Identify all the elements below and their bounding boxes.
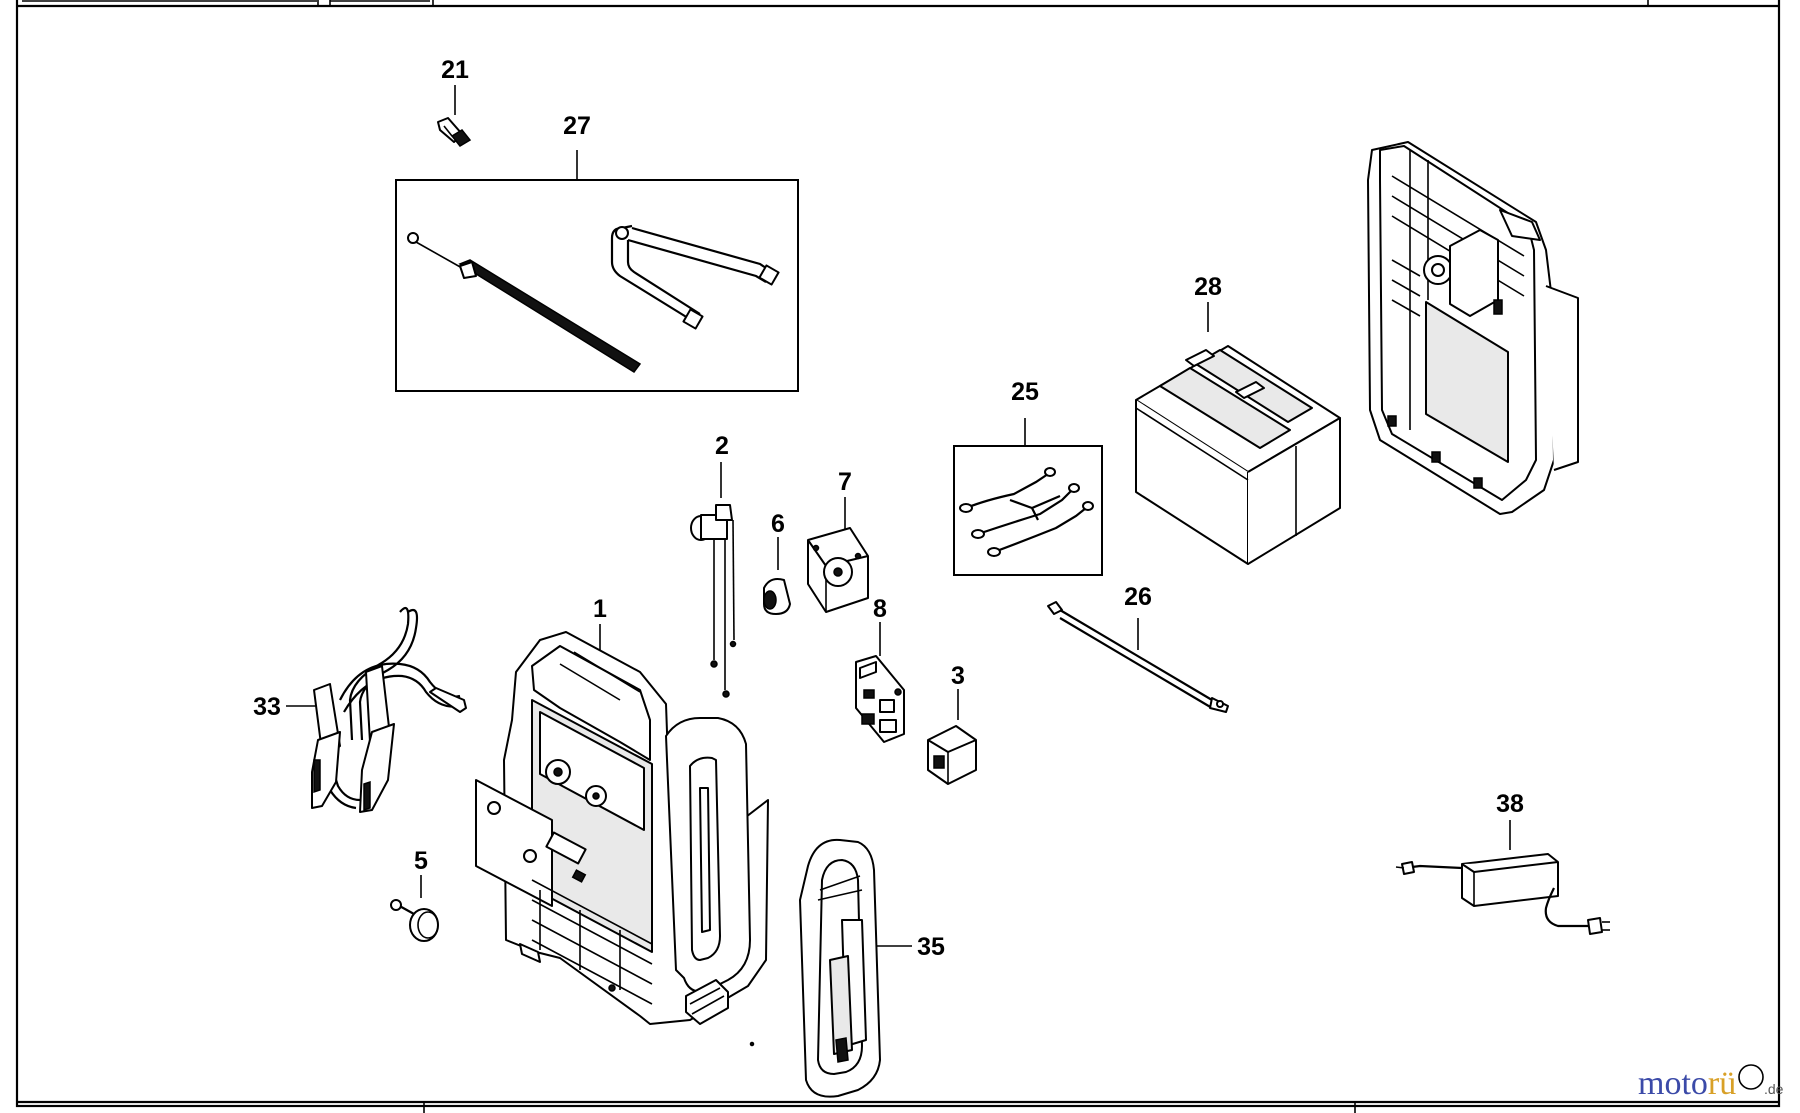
part-38-charger — [1395, 820, 1610, 935]
part-7-fan — [807, 497, 869, 613]
part-8-pcb — [855, 622, 905, 743]
label-part-28: 28 — [1194, 273, 1222, 301]
part-33-clamps — [286, 606, 467, 813]
part-5-cap — [390, 875, 439, 942]
part-labels: 21 27 28 25 2 7 6 26 8 1 3 33 38 5 35 — [253, 56, 1524, 961]
label-part-27: 27 — [563, 112, 591, 140]
part-6-knob — [763, 537, 791, 615]
label-part-3: 3 — [951, 662, 965, 690]
part-35-handle — [799, 838, 912, 1098]
label-part-8: 8 — [873, 595, 887, 623]
label-part-5: 5 — [414, 847, 428, 875]
part-26-bar — [1047, 601, 1229, 713]
label-part-21: 21 — [441, 56, 469, 84]
page-frame — [15, 0, 1781, 1113]
watermark-logo: motorü .de — [1638, 1064, 1784, 1102]
label-part-25: 25 — [1011, 378, 1039, 406]
part-28-battery — [1135, 302, 1341, 565]
label-part-1: 1 — [593, 595, 607, 623]
part-3-socket — [927, 689, 977, 785]
svg-text:.de: .de — [1764, 1081, 1784, 1097]
label-part-35: 35 — [917, 933, 945, 961]
label-part-2: 2 — [715, 432, 729, 460]
part-21-fitting — [437, 117, 472, 147]
label-part-38: 38 — [1496, 790, 1524, 818]
part-2-switch — [690, 462, 737, 698]
part-1-main-unit — [475, 624, 769, 1047]
part-27-kit — [395, 150, 799, 392]
label-part-6: 6 — [771, 510, 785, 538]
part-25-cables — [953, 418, 1103, 576]
rear-housing — [1367, 141, 1579, 515]
svg-text:motorü: motorü — [1638, 1065, 1736, 1102]
label-part-7: 7 — [838, 468, 852, 496]
label-part-33: 33 — [253, 693, 281, 721]
label-part-26: 26 — [1124, 583, 1152, 611]
